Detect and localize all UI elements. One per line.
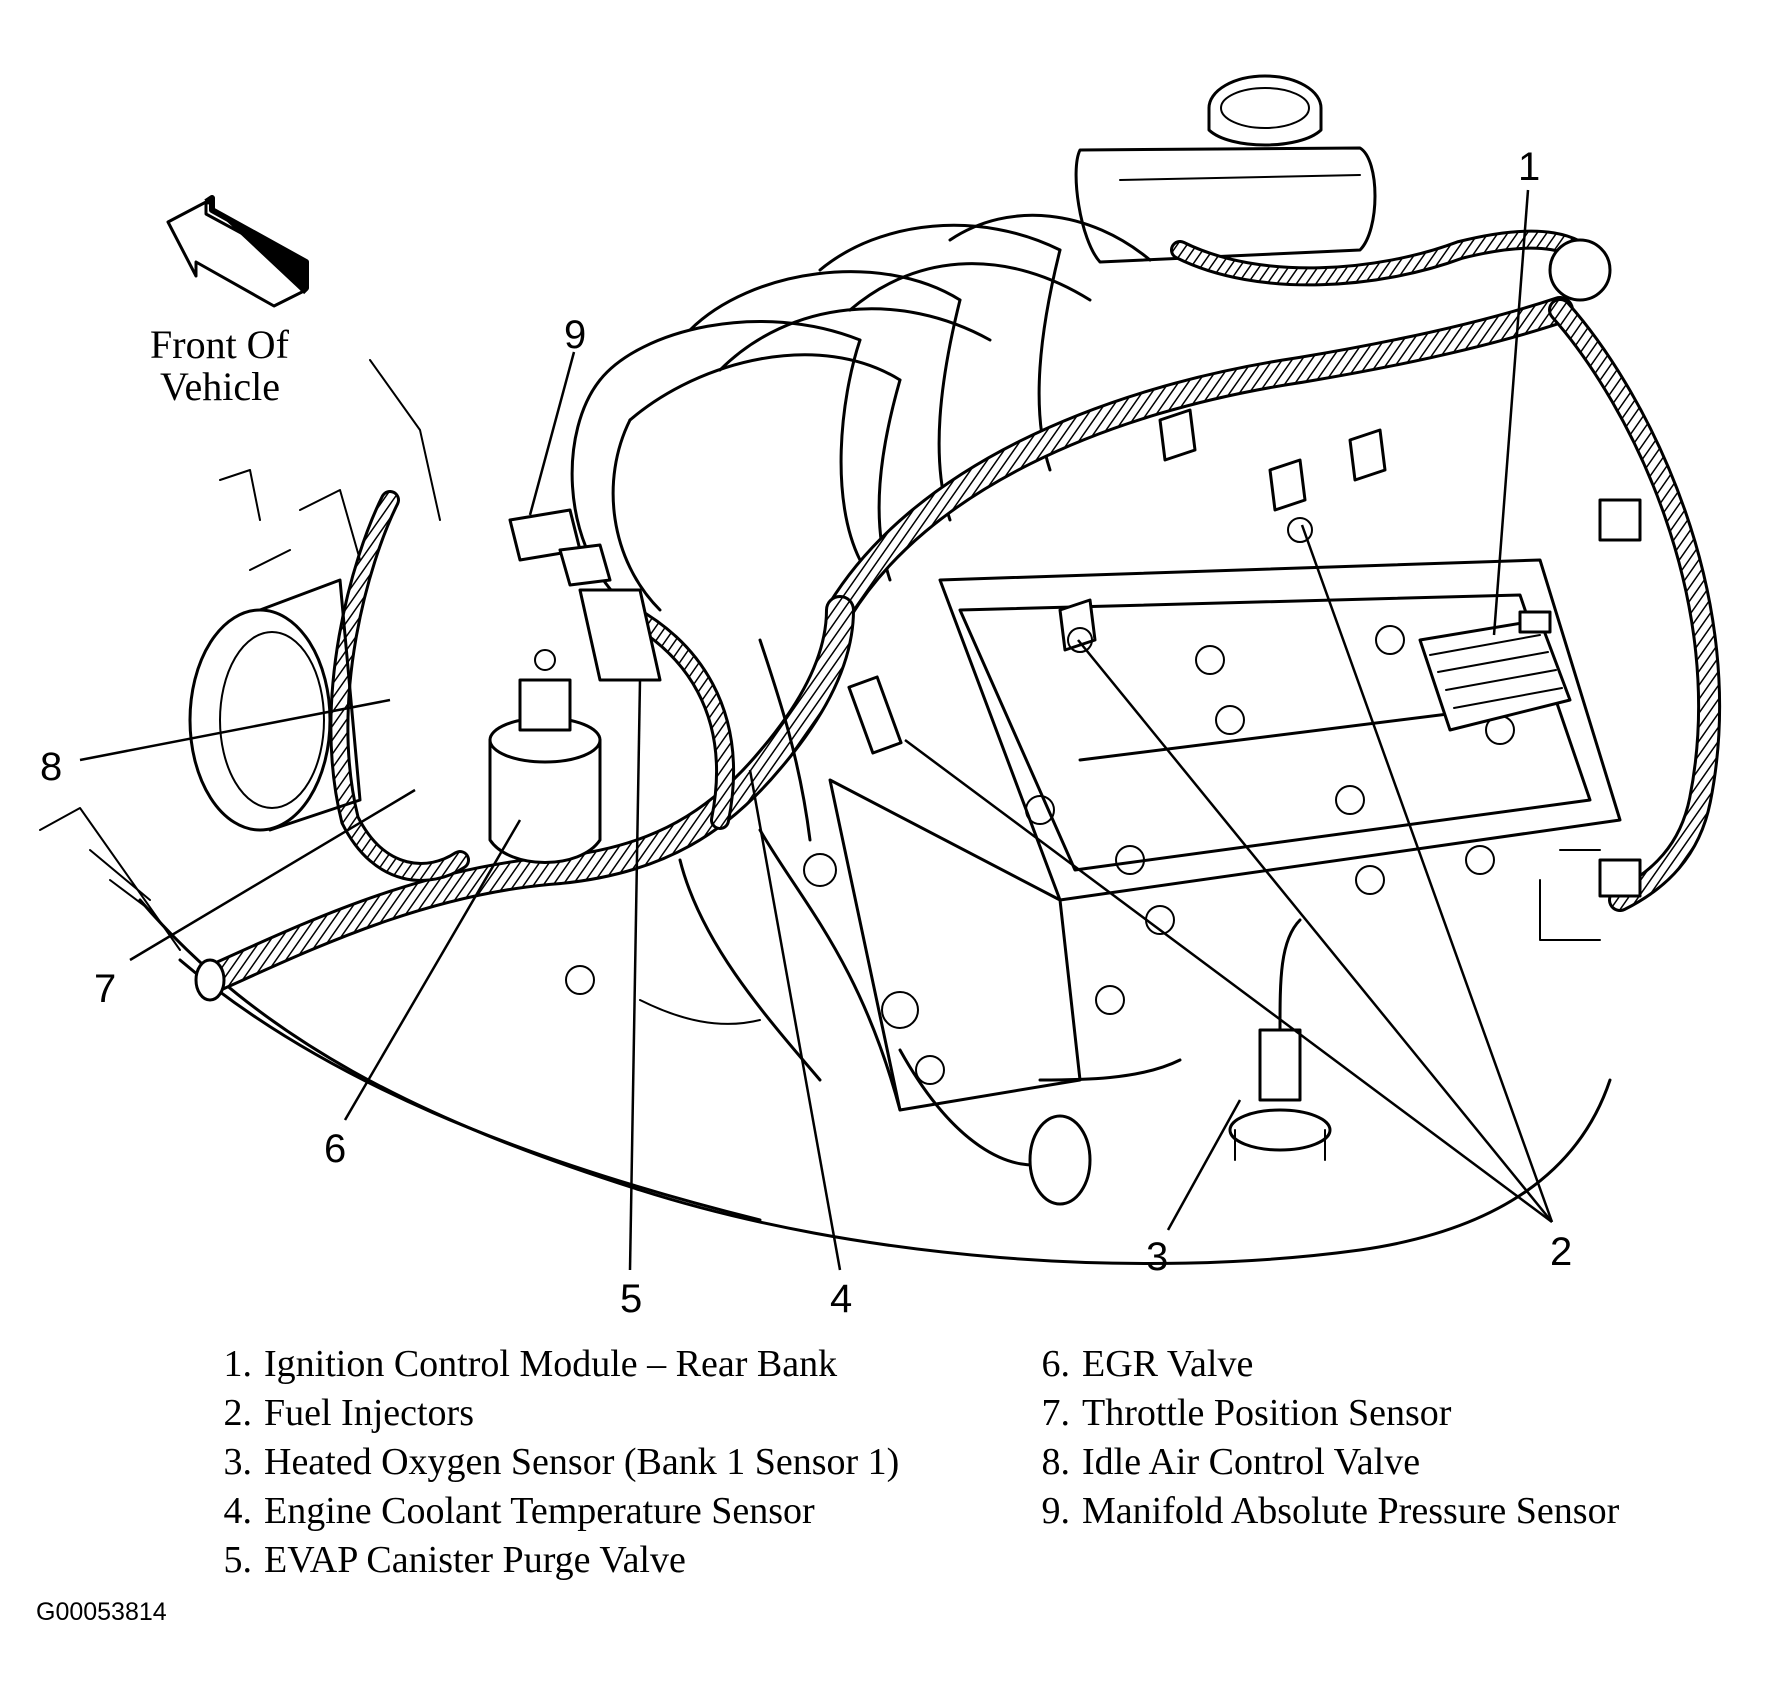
legend-number: 1.	[223, 1343, 253, 1385]
callout-5: 5	[620, 1277, 642, 1321]
leader-2c	[904, 738, 1553, 1224]
leader-2a	[1300, 524, 1554, 1223]
fuel-injector-2	[1268, 458, 1313, 543]
legend-number: 4.	[223, 1490, 253, 1532]
legend-item-8: 8. Idle Air Control Valve	[1018, 1438, 1619, 1487]
legend-item-5: 5. EVAP Canister Purge Valve	[200, 1536, 899, 1585]
legend-text: Ignition Control Module – Rear Bank	[264, 1343, 838, 1385]
leader-5	[628, 679, 642, 1271]
legend-number: 3.	[223, 1441, 253, 1483]
leader-4	[748, 769, 842, 1271]
callout-numbers: 1 2 3 4 5 6 7 8 9	[40, 145, 1572, 1321]
leader-1	[1492, 189, 1530, 636]
leader-lines	[79, 189, 1554, 1271]
legend-text: Fuel Injectors	[264, 1392, 475, 1434]
callout-4: 4	[830, 1277, 852, 1321]
legend-left-column: 1. Ignition Control Module – Rear Bank 2…	[200, 1340, 900, 1585]
fuel-injector-4	[1348, 428, 1387, 482]
leader-9	[528, 351, 576, 516]
callout-2: 2	[1550, 1230, 1572, 1274]
legend-item-9: 9. Manifold Absolute Pressure Sensor	[1018, 1487, 1620, 1536]
figure-id: G00053814	[36, 1598, 167, 1626]
legend-number: 8.	[1041, 1441, 1071, 1483]
legend-text: Idle Air Control Valve	[1082, 1441, 1421, 1483]
front-arrow-icon	[166, 195, 309, 308]
legend-text: EVAP Canister Purge Valve	[264, 1539, 686, 1581]
legend-text: Manifold Absolute Pressure Sensor	[1082, 1490, 1620, 1532]
legend-number: 6.	[1041, 1343, 1071, 1385]
legend-item-1: 1. Ignition Control Module – Rear Bank	[200, 1340, 899, 1389]
callout-9: 9	[564, 313, 586, 357]
callout-7: 7	[94, 967, 116, 1011]
legend-text: Heated Oxygen Sensor (Bank 1 Sensor 1)	[264, 1441, 900, 1483]
legend-text: EGR Valve	[1082, 1343, 1254, 1385]
legend-item-2: 2. Fuel Injectors	[200, 1389, 899, 1438]
legend-number: 5.	[223, 1539, 253, 1581]
leader-7	[129, 788, 416, 962]
callout-3: 3	[1146, 1235, 1168, 1279]
front-of-vehicle-label-line2: Vehicle	[160, 364, 280, 409]
leader-6	[343, 819, 522, 1121]
callout-1: 1	[1518, 145, 1540, 189]
leader-2b	[1077, 639, 1553, 1223]
legend-text: Engine Coolant Temperature Sensor	[264, 1490, 815, 1532]
callout-8: 8	[40, 745, 62, 789]
legend-number: 7.	[1041, 1392, 1071, 1434]
leader-8	[79, 698, 391, 762]
engine-illustration	[39, 74, 1722, 1265]
fuel-injector-3	[1158, 408, 1197, 462]
legend-item-7: 7. Throttle Position Sensor	[1018, 1389, 1619, 1438]
fuel-injector-1	[1058, 598, 1097, 653]
leader-3	[1166, 1099, 1242, 1231]
legend-number: 2.	[223, 1392, 253, 1434]
legend-item-4: 4. Engine Coolant Temperature Sensor	[200, 1487, 899, 1536]
callout-6: 6	[324, 1127, 346, 1171]
legend-item-3: 3. Heated Oxygen Sensor (Bank 1 Sensor 1…	[200, 1438, 900, 1487]
front-of-vehicle-label-line1: Front Of	[150, 322, 290, 367]
legend-right-column: 6. EGR Valve 7. Throttle Position Sensor…	[1018, 1340, 1620, 1536]
legend-text: Throttle Position Sensor	[1082, 1392, 1452, 1434]
legend-number: 9.	[1041, 1490, 1071, 1532]
legend-item-6: 6. EGR Valve	[1018, 1340, 1619, 1389]
